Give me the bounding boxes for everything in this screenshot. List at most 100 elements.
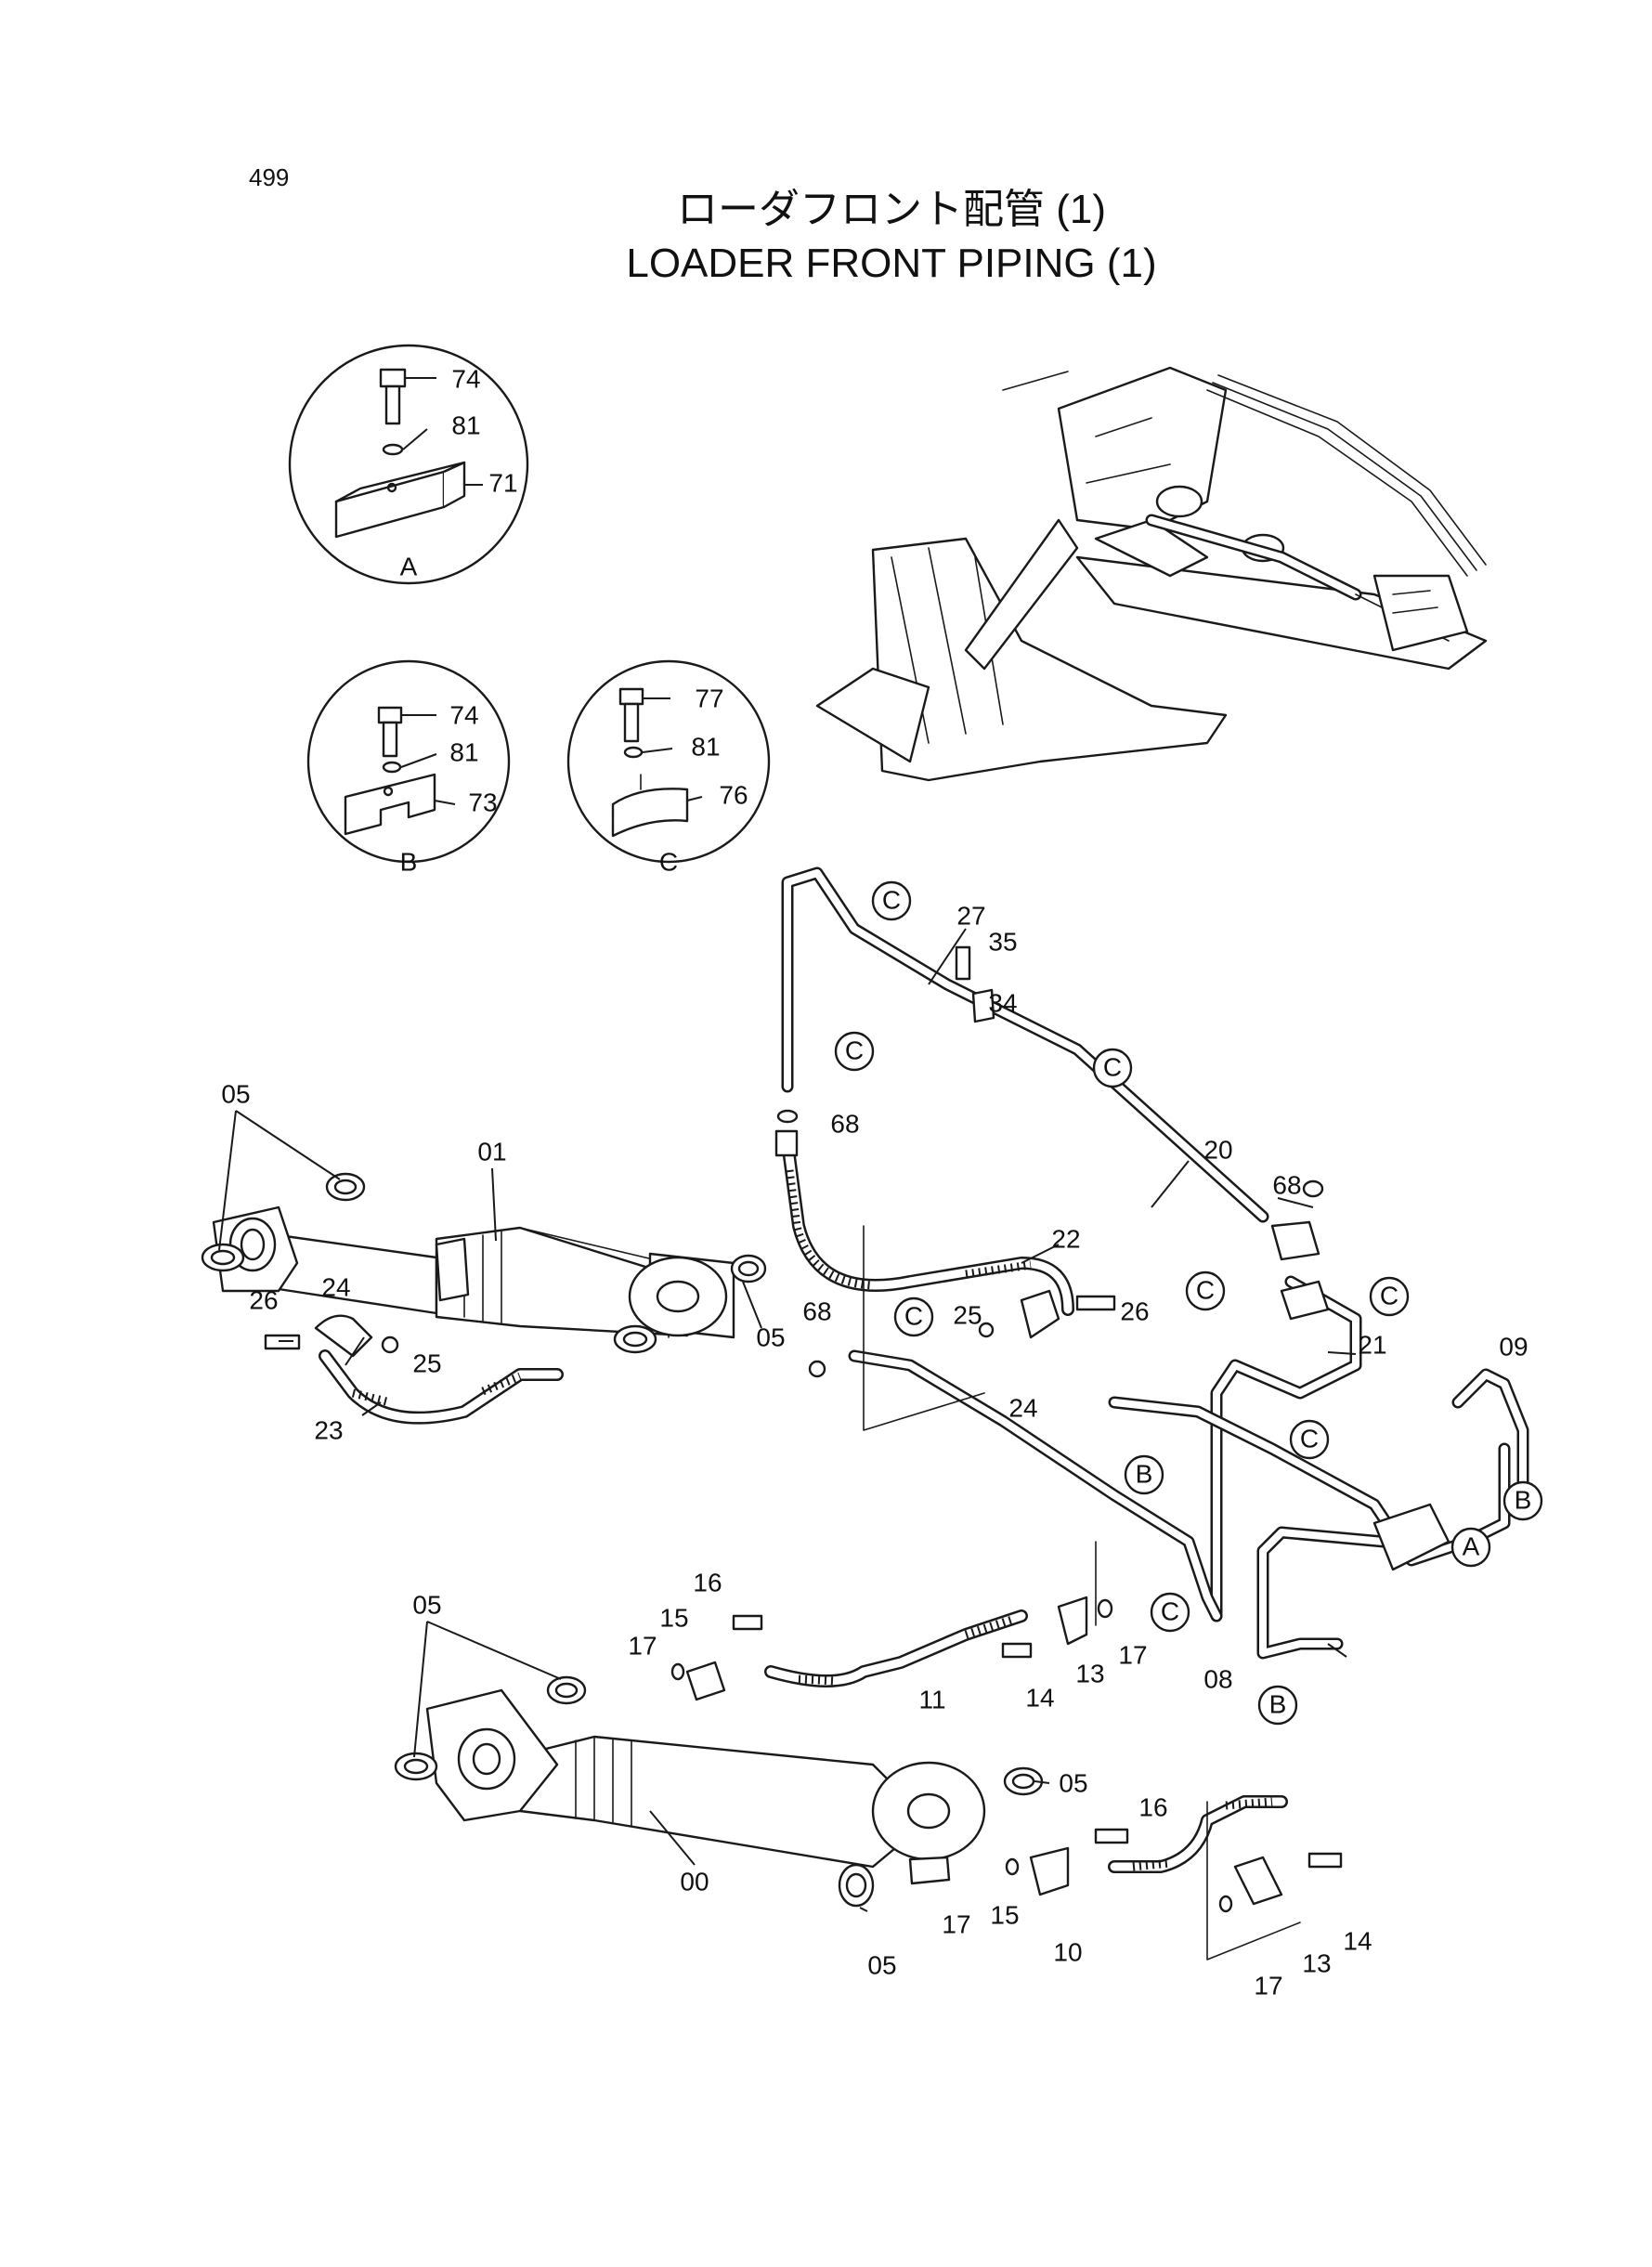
detail-b-label-clamp: 73	[468, 788, 497, 816]
title-japanese: ローダフロント配管 (1)	[677, 187, 1106, 232]
detail-a-letter: A	[400, 552, 418, 580]
flange-15-lower	[1029, 1846, 1070, 1896]
overview-boom-arm	[964, 518, 1079, 671]
part-labels: 05 01 05 26 24 25 23 27 35 34 68 20 22 6…	[221, 901, 1528, 2000]
callout-c-1: C	[871, 880, 912, 921]
cylinder-00	[425, 1688, 986, 1885]
callout-c-8: C	[1150, 1592, 1190, 1633]
svg-text:C: C	[845, 1036, 864, 1064]
svg-text:B: B	[1515, 1485, 1532, 1514]
detail-a-label-bolt: 74	[451, 364, 480, 393]
label-05-lower-right: 05	[1059, 1768, 1087, 1797]
label-13-lower: 13	[1302, 1948, 1331, 1977]
elbow-fitting-upper	[1270, 1220, 1320, 1261]
callout-c-3: C	[1092, 1048, 1133, 1088]
bolt-77	[618, 687, 644, 706]
flange-24-upper-right	[1020, 1289, 1060, 1339]
detail-b: 74 81 73 B	[306, 659, 511, 876]
clamp-callouts: C C C C C C C C B B B A	[834, 880, 1543, 1726]
label-21: 21	[1358, 1330, 1386, 1359]
bolt-14-upper	[1001, 1642, 1033, 1659]
callout-c-5: C	[1369, 1276, 1410, 1317]
svg-text:B: B	[1269, 1689, 1287, 1718]
label-05-upper-left: 05	[221, 1079, 250, 1108]
label-16-upper: 16	[693, 1568, 722, 1596]
callout-b-2: B	[1502, 1480, 1543, 1521]
label-10: 10	[1053, 1937, 1082, 1966]
pipe-21	[1210, 1275, 1362, 1622]
label-01: 01	[477, 1137, 506, 1166]
label-25-left: 25	[412, 1348, 441, 1377]
svg-text:C: C	[1103, 1052, 1122, 1081]
label-34: 34	[988, 988, 1017, 1017]
bolt-74-a	[379, 368, 407, 425]
label-17-lower-right: 17	[1254, 1971, 1282, 2000]
bolt-35	[955, 945, 971, 981]
washer-81-c	[623, 746, 644, 759]
detail-b-label-bolt: 74	[449, 700, 478, 729]
label-17-lower-left: 17	[942, 1909, 970, 1938]
label-05-lower-left: 05	[412, 1590, 441, 1619]
bolt-16-upper	[732, 1614, 763, 1631]
label-15-lower: 15	[990, 1900, 1019, 1929]
label-26-right: 26	[1120, 1296, 1149, 1325]
svg-text:C: C	[1196, 1275, 1215, 1304]
label-35: 35	[988, 927, 1017, 956]
clamp-76	[611, 774, 689, 838]
label-11: 11	[918, 1685, 945, 1713]
svg-text:C: C	[1300, 1424, 1319, 1453]
fittings	[264, 945, 1450, 1913]
pipe-08	[1256, 1526, 1390, 1660]
svg-text:C: C	[1380, 1281, 1398, 1309]
bolt-26-right	[1075, 1295, 1116, 1311]
label-20: 20	[1203, 1135, 1232, 1164]
hose-11	[764, 1609, 1028, 1687]
label-24-right: 24	[1008, 1393, 1037, 1422]
leader-lines	[218, 928, 1357, 1912]
label-68-mid: 68	[802, 1296, 831, 1325]
hose-22	[781, 1136, 1074, 1316]
label-08: 08	[1203, 1664, 1232, 1693]
block-fitting-a	[1372, 1503, 1450, 1571]
cylinder-01	[212, 1205, 735, 1339]
label-05-lower-bottom: 05	[867, 1950, 896, 1979]
flange-13-lower	[1233, 1856, 1283, 1906]
callout-b-1: B	[1124, 1454, 1164, 1495]
callout-c-2: C	[834, 1031, 875, 1072]
detail-a-label-washer: 81	[451, 410, 480, 439]
callout-b-3: B	[1257, 1685, 1298, 1726]
detail-a: 74 81 71 A	[288, 344, 529, 585]
label-00: 00	[680, 1867, 709, 1896]
svg-text:C: C	[904, 1301, 923, 1330]
clamp-71	[334, 461, 466, 539]
svg-text:C: C	[1161, 1596, 1179, 1625]
hose-23	[319, 1349, 564, 1425]
label-68-top: 68	[830, 1109, 859, 1138]
detail-c: 77 81 76 C	[566, 659, 771, 876]
detail-b-letter: B	[400, 847, 418, 876]
callout-c-7: C	[1289, 1419, 1330, 1460]
flange-15-upper	[685, 1661, 726, 1701]
label-17-upper-left: 17	[628, 1631, 657, 1660]
detail-c-label-washer: 81	[691, 732, 720, 761]
svg-text:C: C	[882, 885, 901, 914]
detail-c-label-bolt: 77	[695, 684, 723, 712]
label-27: 27	[956, 901, 985, 930]
flange-13-upper	[1057, 1596, 1088, 1646]
detail-a-label-clamp: 71	[488, 468, 517, 497]
label-22: 22	[1051, 1224, 1080, 1253]
label-24-left: 24	[321, 1272, 350, 1301]
washer-81-b	[382, 761, 402, 774]
label-26-left: 26	[249, 1285, 278, 1314]
label-14-upper: 14	[1025, 1683, 1054, 1712]
seal-rings-upper	[201, 1172, 767, 1354]
bolt-16-lower	[1094, 1828, 1129, 1844]
callout-c-6: C	[893, 1296, 934, 1337]
callout-a-1: A	[1450, 1527, 1491, 1568]
bolt-74-b	[377, 706, 403, 724]
title-english: LOADER FRONT PIPING (1)	[626, 241, 1156, 286]
label-05-upper-right: 05	[756, 1322, 785, 1351]
label-17-upper-right: 17	[1118, 1640, 1147, 1669]
svg-text:B: B	[1136, 1459, 1153, 1488]
